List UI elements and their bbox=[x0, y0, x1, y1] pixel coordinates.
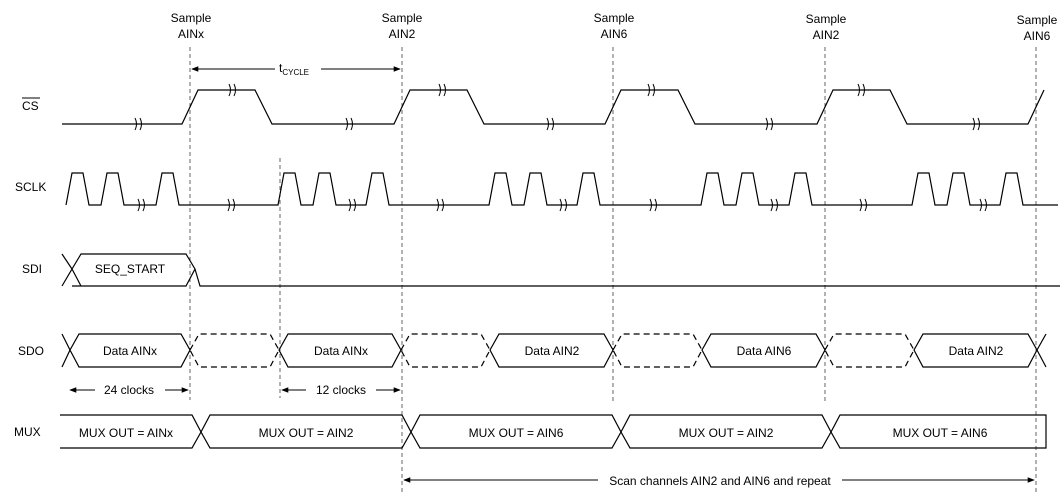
tcycle-label: tCYCLE bbox=[279, 61, 309, 77]
mux-value: MUX OUT = AIN2 bbox=[259, 426, 354, 440]
clocks-24-label: 24 clocks bbox=[104, 383, 154, 397]
clocks-12-label: 12 clocks bbox=[316, 383, 366, 397]
sclk-signal-label: SCLK bbox=[15, 180, 46, 194]
sample-label-bottom: AIN2 bbox=[389, 27, 416, 41]
sclk-waveform bbox=[65, 172, 1058, 212]
sample-label-top: Sample bbox=[382, 11, 423, 25]
sample-labels: Sample AINx Sample AIN2 Sample AIN6 Samp… bbox=[171, 11, 1058, 43]
sdo-value: Data AIN2 bbox=[949, 344, 1004, 358]
sample-label-top: Sample bbox=[594, 11, 635, 25]
cs-waveform bbox=[62, 83, 1045, 131]
sdo-value: Data AINx bbox=[103, 344, 157, 358]
mux-value: MUX OUT = AIN6 bbox=[893, 426, 988, 440]
sdo-value: Data AIN6 bbox=[737, 344, 792, 358]
clock-count-annotations: 24 clocks 12 clocks bbox=[69, 382, 401, 398]
sclk-break-marks bbox=[137, 198, 987, 212]
scan-annotation: Scan channels AIN2 and AIN6 and repeat bbox=[403, 471, 1035, 488]
sample-label-top: Sample bbox=[806, 12, 847, 26]
cs-signal-label: CS bbox=[22, 99, 39, 113]
sdi-signal-label: SDI bbox=[22, 262, 42, 276]
sample-label-top: Sample bbox=[171, 11, 212, 25]
scan-note: Scan channels AIN2 and AIN6 and repeat bbox=[609, 474, 831, 488]
mux-value: MUX OUT = AIN6 bbox=[469, 426, 564, 440]
signal-names: CS SCLK SDI SDO MUX bbox=[14, 97, 46, 439]
cs-break-marks bbox=[134, 83, 980, 131]
mux-value: MUX OUT = AIN2 bbox=[679, 426, 774, 440]
sdi-value: SEQ_START bbox=[95, 262, 166, 276]
sample-label-bottom: AIN6 bbox=[1024, 29, 1051, 43]
sample-label-bottom: AIN2 bbox=[813, 28, 840, 42]
sdo-waveform: Data AINx Data AINx Data AIN2 Data AIN6 … bbox=[61, 333, 1047, 368]
mux-signal-label: MUX bbox=[14, 425, 41, 439]
sdo-value: Data AIN2 bbox=[525, 344, 580, 358]
mux-value: MUX OUT = AINx bbox=[79, 426, 173, 440]
mux-waveform: MUX OUT = AINx MUX OUT = AIN2 MUX OUT = … bbox=[60, 414, 1047, 449]
sdi-waveform: SEQ_START bbox=[61, 253, 1060, 287]
sample-label-top: Sample bbox=[1017, 13, 1058, 27]
sdo-value: Data AINx bbox=[314, 344, 368, 358]
sample-label-bottom: AIN6 bbox=[601, 27, 628, 41]
tcycle-annotation: tCYCLE bbox=[191, 60, 401, 77]
sample-label-bottom: AINx bbox=[178, 27, 204, 41]
sdo-signal-label: SDO bbox=[18, 344, 44, 358]
